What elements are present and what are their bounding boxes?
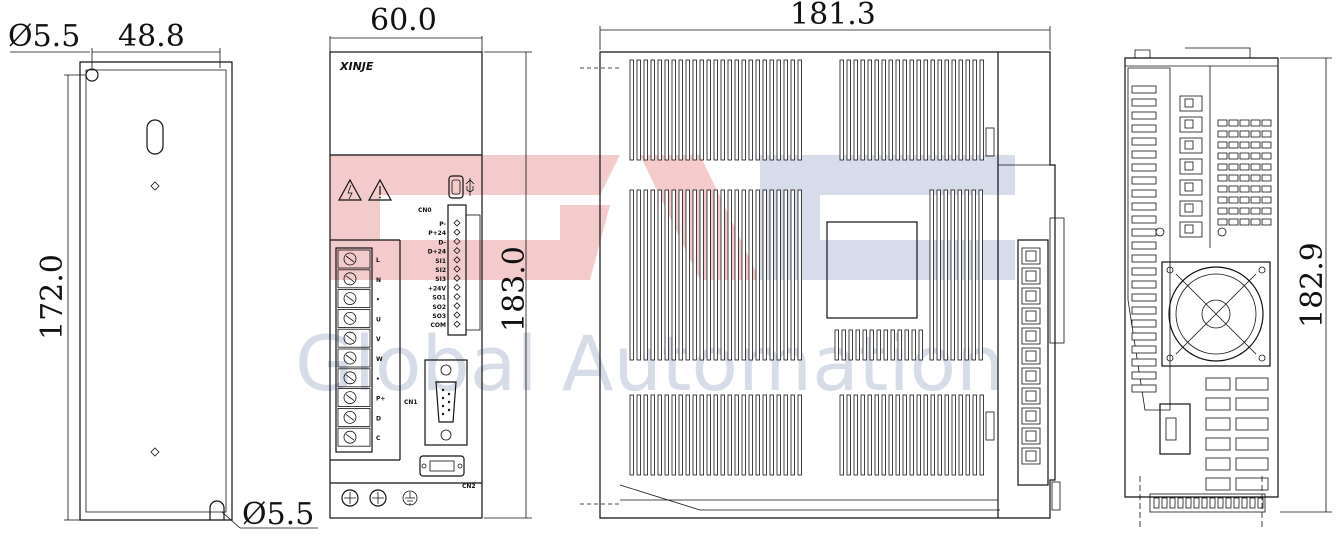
- power-terminal: [337, 269, 371, 289]
- side-view: 181.3: [580, 0, 1065, 519]
- cn0-pin-marker: [453, 219, 461, 227]
- cn0-pin-label: SI3: [435, 276, 446, 283]
- power-terminal-block: L N • U V W • P+ D C: [335, 247, 385, 453]
- cn0-pin-marker: [453, 265, 461, 273]
- power-terminal-label: W: [376, 356, 383, 363]
- power-terminal-label: •: [376, 376, 380, 383]
- cn0-pin-marker: [453, 283, 461, 291]
- cn0-pin-marker: [453, 320, 461, 328]
- power-terminal-label: P+: [376, 396, 385, 403]
- power-terminal: [337, 308, 371, 328]
- cooling-fan: [1161, 261, 1271, 367]
- side-vent-pattern: [629, 59, 984, 476]
- power-terminal: [337, 427, 371, 447]
- cn1-label: CN1: [404, 399, 418, 406]
- rear-bottom-slots: [1153, 497, 1264, 509]
- rear-vent-pattern-right: [1217, 119, 1272, 226]
- mounting-hole-top: [85, 68, 99, 82]
- cn0-pin-marker: [453, 274, 461, 282]
- cn0-pin-label: SO2: [432, 304, 446, 311]
- power-terminal-label: L: [376, 257, 380, 264]
- mounting-slot-bottom: [209, 500, 225, 520]
- cn0-pin-label: P+24: [428, 230, 446, 237]
- caution-icon: [367, 178, 393, 201]
- power-terminal: [337, 328, 371, 348]
- power-terminal-label: D: [376, 415, 381, 422]
- cn0-pin-label: COM: [431, 322, 447, 329]
- cn0-label: CN0: [418, 207, 432, 214]
- electric-hazard-icon: [337, 178, 363, 201]
- side-depth-label: 181.3: [790, 0, 876, 32]
- power-terminal: [337, 348, 371, 368]
- power-terminal-label: C: [376, 435, 381, 442]
- rear-view: 182.9: [1124, 47, 1332, 530]
- cn0-pin-label: SO1: [432, 295, 446, 302]
- cn0-pin-label: +24V: [428, 285, 446, 292]
- mounting-hole-bottom-label: Ø5.5: [242, 497, 314, 532]
- cn1-connector: [424, 359, 468, 446]
- cn0-pin-label: SI1: [435, 258, 446, 265]
- power-terminal: [337, 249, 371, 269]
- cn0-pin-label: SI2: [435, 267, 446, 274]
- cn2-label: CN2: [462, 483, 476, 490]
- ground-screw-right: [369, 489, 387, 507]
- cn0-pin-marker: [453, 247, 461, 255]
- cn0-pin-marker: [453, 256, 461, 264]
- power-terminal-label: N: [376, 277, 381, 284]
- power-terminal: [337, 388, 371, 408]
- mounting-width-label: 48.8: [118, 19, 185, 54]
- cn0-pin-label: D-: [438, 239, 446, 246]
- power-terminal-label: U: [376, 316, 381, 323]
- ground-icon: [402, 490, 418, 506]
- usb-icon: [448, 175, 475, 199]
- ground-screw-left: [341, 489, 359, 507]
- mounting-view: Ø5.5 48.8 Ø5.5 172.0: [8, 19, 318, 532]
- brand-logo: XINJE: [339, 60, 374, 73]
- cn0-pin-marker: [453, 228, 461, 236]
- cn0-pin-marker: [453, 302, 461, 310]
- power-terminal: [337, 289, 371, 309]
- cn0-pin-marker: [453, 237, 461, 245]
- cn0-pin-label: D+24: [428, 249, 446, 256]
- cn0-pin-marker: [453, 293, 461, 301]
- cn0-pin-label: SO3: [432, 313, 446, 320]
- side-terminal-profile: [1021, 247, 1041, 465]
- center-slot: [146, 119, 164, 155]
- power-terminal: [337, 407, 371, 427]
- power-terminal-label: •: [376, 297, 380, 304]
- cn0-pin-label: P-: [439, 221, 446, 228]
- mounting-hole-top-label: Ø5.5: [8, 19, 80, 54]
- cn2-connector: [419, 455, 465, 477]
- cn0-pin-marker: [453, 311, 461, 319]
- rear-vent-pattern-left: [1131, 85, 1157, 393]
- rear-height-label: 182.9: [1295, 242, 1330, 328]
- watermark: Global Automation: [295, 155, 1015, 408]
- power-terminal-label: V: [376, 336, 381, 343]
- rear-connector-boxes: [1179, 95, 1269, 491]
- front-height-label: 183.0: [497, 246, 532, 332]
- front-width-label: 60.0: [370, 3, 437, 38]
- power-terminal: [337, 368, 371, 388]
- mounting-height-label: 172.0: [35, 254, 70, 340]
